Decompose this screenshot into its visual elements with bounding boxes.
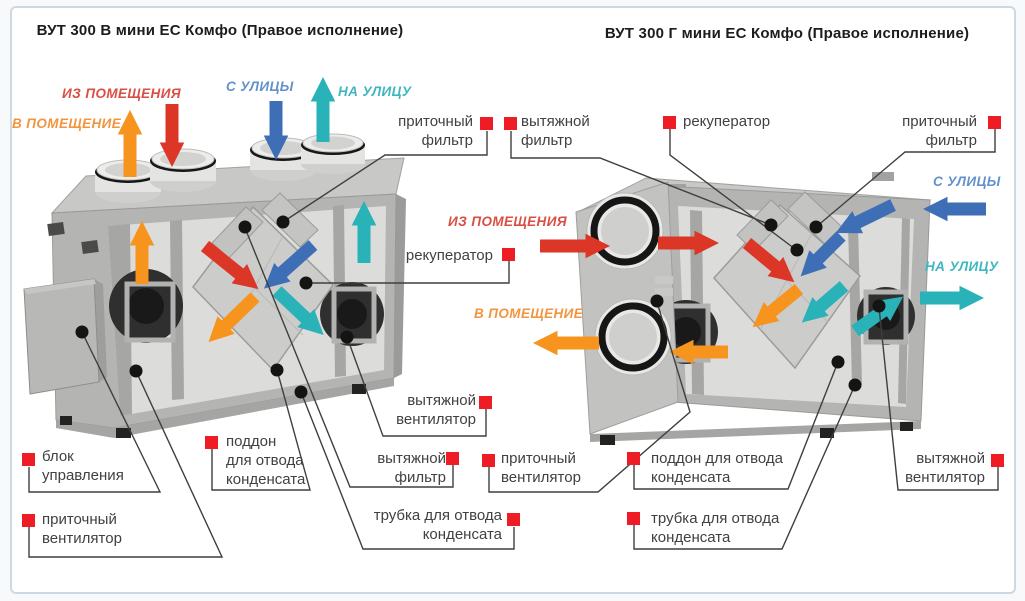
left-flow-from-room: ИЗ ПОМЕЩЕНИЯ (62, 86, 182, 101)
left-flow-from-street: С УЛИЦЫ (226, 79, 294, 94)
callout-marker (502, 248, 515, 261)
callout-marker (627, 512, 640, 525)
callout-right-condensate-tube: трубка для отвода конденсата (651, 510, 780, 547)
callout-marker (22, 453, 35, 466)
right-flow-to-street: НА УЛИЦУ (925, 259, 999, 274)
callout-left-condensate-tube: трубка для отвода конденсата (373, 507, 502, 544)
right-flow-to-room: В ПОМЕЩЕНИЕ (474, 306, 584, 321)
left-unit-top-ports (95, 133, 365, 203)
airflow-arrows (117, 76, 986, 365)
callout-left-exhaust-filter: вытяжной фильтр (377, 450, 446, 487)
callout-marker (446, 452, 459, 465)
right-diagram-title: ВУТ 300 Г мини ЕС Комфо (Правое исполнен… (604, 25, 970, 42)
callout-right-supply-fan: приточный вентилятор (501, 450, 581, 487)
callout-marker (627, 452, 640, 465)
callout-right-exhaust-fan: вытяжной вентилятор (905, 450, 985, 487)
callout-right-recuperator: рекуператор (683, 113, 771, 130)
callout-marker (504, 117, 517, 130)
callout-leader-lines (28, 129, 999, 558)
callout-right-exhaust-filter: вытяжной фильтр (521, 113, 590, 150)
left-supply-filter-plate (261, 192, 319, 248)
left-control-box (23, 278, 107, 395)
callout-marker (663, 116, 676, 129)
callout-right-supply-filter: приточный фильтр (902, 113, 977, 150)
right-flow-from-street: С УЛИЦЫ (933, 174, 1001, 189)
callout-left-supply-fan: приточный вентилятор (42, 511, 122, 548)
right-flow-from-room: ИЗ ПОМЕЩЕНИЯ (448, 214, 568, 229)
callout-marker (507, 513, 520, 526)
callout-left-exhaust-fan: вытяжной вентилятор (396, 392, 476, 429)
callout-marker (482, 454, 495, 467)
left-flow-to-street: НА УЛИЦУ (338, 84, 412, 99)
callout-marker (22, 514, 35, 527)
callout-marker (205, 436, 218, 449)
callout-marker (480, 117, 493, 130)
left-flow-to-room: В ПОМЕЩЕНИЕ (12, 116, 122, 131)
callout-marker (988, 116, 1001, 129)
callout-left-condensate-tray: поддон для отвода конденсата (226, 433, 306, 489)
callout-marker (991, 454, 1004, 467)
callout-left-supply-filter: приточный фильтр (398, 113, 473, 150)
callout-marker (479, 396, 492, 409)
callout-left-control-unit: блок управления (42, 448, 124, 485)
left-diagram-title: ВУТ 300 В мини ЕС Комфо (Правое исполнен… (36, 22, 404, 39)
callout-left-recuperator: рекуператор (405, 247, 493, 264)
callout-right-condensate-tray: поддон для отвода конденсата (651, 450, 784, 487)
